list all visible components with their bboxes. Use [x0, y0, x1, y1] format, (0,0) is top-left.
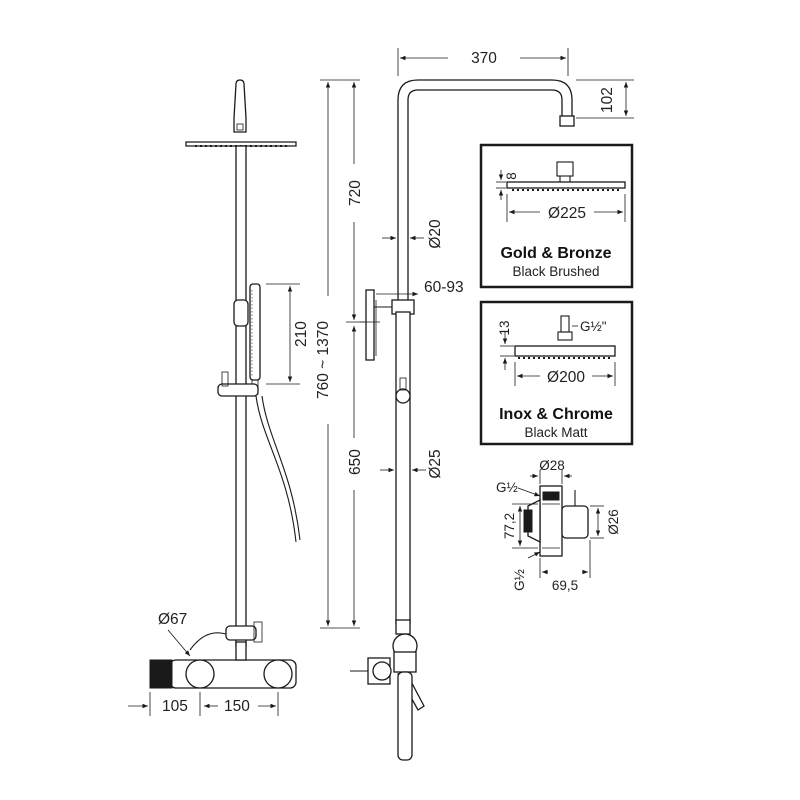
dim-hand-shower-travel: 210 — [293, 321, 310, 347]
diverter-thread-top: G½ — [496, 480, 518, 495]
variant2-head-diameter: Ø200 — [547, 369, 585, 386]
side-view — [149, 79, 301, 689]
dim-mixer-rosette: Ø67 — [158, 611, 187, 628]
diverter-diameter-top: Ø28 — [539, 458, 565, 473]
diverter-detail: Ø28 G½ 77,2 Ø26 G½ 69,5 — [496, 458, 621, 593]
dim-lower-height: 650 — [347, 449, 364, 475]
dim-total-height: 760 ~ 1370 — [315, 321, 332, 399]
diverter-thread-bottom: G½ — [512, 569, 527, 591]
variant-box-gold-bronze: 8 Ø225 Gold & Bronze Black Brushed — [479, 143, 634, 289]
variant-box-inox-chrome: G½" 13 Ø200 Inox & Chrome Black Matt — [479, 300, 634, 446]
variant2-title: Inox & Chrome — [499, 406, 613, 423]
side-dimensions: 210 Ø67 105 150 — [128, 283, 310, 716]
dim-mixer-depth: 105 — [162, 698, 188, 715]
side-hand-shower — [249, 283, 261, 381]
variant1-subtitle: Black Brushed — [512, 264, 599, 279]
side-hand-shower-holder — [217, 383, 259, 397]
dim-arm-length: 370 — [471, 50, 497, 67]
variant1-title: Gold & Bronze — [500, 245, 611, 262]
diverter-height: 77,2 — [502, 513, 517, 539]
variant1-head-diameter: Ø225 — [548, 205, 586, 222]
front-dimensions: 370 102 760 ~ 1370 720 Ø20 60-93 650 Ø25 — [315, 48, 634, 629]
side-head-connector — [233, 79, 247, 133]
variant1-head-thickness: 8 — [504, 172, 519, 180]
dim-upper-pipe-diameter: Ø20 — [427, 219, 444, 249]
diverter-width: 69,5 — [552, 578, 578, 593]
dim-upper-height: 720 — [347, 180, 364, 206]
variant2-thread: G½" — [580, 319, 607, 334]
front-lower-pipe — [395, 311, 411, 625]
variant2-subtitle: Black Matt — [524, 425, 587, 440]
variant2-head-thickness: 13 — [497, 320, 512, 335]
dim-arm-drop: 102 — [599, 87, 616, 113]
side-shower-head — [185, 141, 297, 147]
side-hose — [255, 395, 297, 543]
front-view — [350, 79, 575, 761]
dim-mixer-centers: 150 — [224, 698, 250, 715]
dim-wall-bracket: 60-93 — [424, 279, 464, 296]
diverter-diameter-side: Ø26 — [606, 509, 621, 535]
dim-lower-pipe-diameter: Ø25 — [427, 449, 444, 478]
side-slider-clamp — [233, 299, 249, 327]
